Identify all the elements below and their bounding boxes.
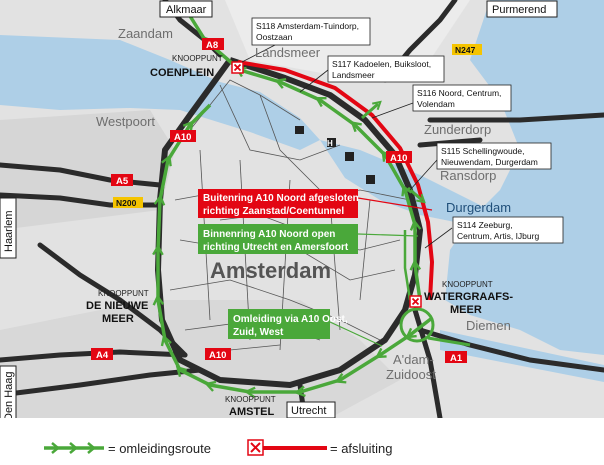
svg-text:Volendam: Volendam — [417, 99, 455, 109]
road-shield-a10-nw: A10 — [170, 130, 196, 143]
exit-arrow-s116 — [361, 100, 382, 120]
city-box-den-haag: Den Haag — [0, 365, 17, 427]
svg-text:richting Utrecht en Amersfoort: richting Utrecht en Amersfoort — [203, 242, 349, 253]
road-shield-n247: N247 — [452, 44, 482, 55]
city-box-utrecht: Utrecht — [286, 401, 336, 419]
tunnel-icons — [295, 126, 375, 184]
svg-text:Den Haag: Den Haag — [3, 371, 15, 421]
junction-nieuwe-meer-name-1: DE NIEUWE — [86, 300, 148, 312]
svg-text:S117 Kadoelen, Buiksloot,: S117 Kadoelen, Buiksloot, — [332, 59, 431, 69]
road-shield-a4: A4 — [91, 348, 113, 361]
place-zunderdorp: Zunderdorp — [424, 122, 491, 137]
svg-text:S116 Noord, Centrum,: S116 Noord, Centrum, — [417, 88, 501, 98]
legend-detour: = omleidingsroute — [44, 441, 211, 456]
road-shield-a1: A1 — [445, 351, 467, 364]
svg-text:A10: A10 — [174, 132, 191, 143]
exit-pointer-s117 — [299, 69, 329, 93]
junction-coenplein-name: COENPLEIN — [150, 67, 214, 79]
callout-closure: Buitenring A10 Noord afgesloten richting… — [198, 189, 359, 218]
junction-watergraafsmeer-label: KNOOPPUNT — [442, 280, 493, 289]
city-box-purmerend: Purmerend — [486, 0, 558, 18]
svg-text:Binnenring A10 Noord open: Binnenring A10 Noord open — [203, 229, 335, 240]
place-durgerdam: Durgerdam — [446, 200, 511, 215]
svg-text:richting Zaanstad/Coentunnel: richting Zaanstad/Coentunnel — [203, 206, 344, 217]
junction-coenplein-label: KNOOPPUNT — [172, 54, 223, 63]
exit-box-s114: S114 Zeeburg, Centrum, Artis, IJburg — [452, 216, 564, 244]
callout-detour: Omleiding via A10 Oost, Zuid, West — [228, 309, 348, 339]
svg-text:S118 Amsterdam-Tuindorp,: S118 Amsterdam-Tuindorp, — [256, 21, 359, 31]
svg-text:A10: A10 — [209, 350, 226, 361]
hospital-icon: H — [327, 139, 333, 148]
svg-text:Utrecht: Utrecht — [291, 405, 326, 417]
svg-text:Nieuwendam, Durgerdam: Nieuwendam, Durgerdam — [441, 157, 538, 167]
svg-text:Omleiding via A10 Oost,: Omleiding via A10 Oost, — [233, 314, 348, 325]
watergraafsmeer-loop — [399, 307, 435, 343]
svg-text:N200: N200 — [116, 198, 137, 208]
road-shield-a10-s: A10 — [205, 348, 231, 361]
svg-text:N247: N247 — [455, 45, 476, 55]
junction-watergraafsmeer-name-2: MEER — [450, 304, 482, 316]
legend-background — [0, 418, 604, 465]
map-title: Amsterdam — [210, 258, 331, 283]
svg-text:Purmerend: Purmerend — [492, 4, 546, 16]
city-box-alkmaar: Alkmaar — [159, 0, 213, 18]
callout-open: Binnenring A10 Noord open richting Utrec… — [198, 224, 358, 254]
svg-text:Zuid, West: Zuid, West — [233, 327, 284, 338]
callout-pointer-open — [357, 233, 419, 237]
exit-box-s117: S117 Kadoelen, Buiksloot, Landsmeer — [327, 55, 445, 83]
detour-a1-spur — [427, 336, 471, 347]
place-landsmeer: Landsmeer — [255, 45, 321, 60]
callout-pointer-closure — [357, 197, 433, 211]
callout-pointer-detour — [329, 321, 383, 347]
road-shield-n200: N200 — [113, 197, 143, 208]
closure-marker-watergraafsmeer — [409, 295, 422, 308]
legend-closure-label: = afsluiting — [330, 441, 393, 456]
junction-nieuwe-meer-name-2: MEER — [102, 313, 134, 325]
svg-text:S114 Zeeburg,: S114 Zeeburg, — [457, 220, 513, 230]
junction-nieuwe-meer-label: KNOOPPUNT — [98, 289, 149, 298]
place-adam-zuidoost-1: A'dam- — [393, 352, 434, 367]
svg-text:A4: A4 — [96, 350, 109, 361]
svg-text:Buitenring A10 Noord afgeslote: Buitenring A10 Noord afgesloten — [203, 193, 359, 204]
city-box-haarlem: Haarlem — [0, 197, 17, 259]
svg-text:Haarlem: Haarlem — [3, 210, 15, 252]
exit-pointer-s114 — [424, 227, 453, 249]
place-diemen: Diemen — [466, 318, 511, 333]
exit-box-s115: S115 Schellingwoude, Nieuwendam, Durgerd… — [436, 142, 552, 170]
exit-pointer-s115 — [409, 159, 438, 191]
exit-box-s118: S118 Amsterdam-Tuindorp, Oostzaan — [251, 17, 371, 46]
junction-amstel-label: KNOOPPUNT — [225, 395, 276, 404]
legend-closure: = afsluiting — [247, 439, 393, 456]
exit-pointer-s118 — [241, 44, 276, 63]
road-shield-a8: A8 — [202, 38, 224, 51]
svg-text:S115 Schellingwoude,: S115 Schellingwoude, — [441, 146, 525, 156]
exit-pointer-s116 — [371, 102, 414, 119]
water-ijmeer — [445, 0, 604, 355]
detour-ring-inner-east — [403, 230, 412, 301]
svg-text:A5: A5 — [116, 176, 129, 187]
place-ransdorp: Ransdorp — [440, 168, 496, 183]
road-shield-a10-ne: A10 — [386, 151, 412, 164]
detour-route-south — [152, 103, 434, 399]
svg-text:Alkmaar: Alkmaar — [166, 4, 207, 16]
svg-text:Centrum, Artis, IJburg: Centrum, Artis, IJburg — [457, 231, 539, 241]
place-westpoort: Westpoort — [96, 114, 155, 129]
svg-text:Landsmeer: Landsmeer — [332, 70, 375, 80]
junction-watergraafsmeer-name-1: WATERGRAAFS- — [424, 291, 513, 303]
road-shield-a5: A5 — [111, 174, 133, 187]
junction-amstel-name: AMSTEL — [229, 406, 275, 418]
svg-text:Oostzaan: Oostzaan — [256, 32, 293, 42]
exit-box-s116: S116 Noord, Centrum, Volendam — [412, 84, 512, 112]
closure-marker-coenplein — [231, 61, 244, 74]
place-adam-zuidoost-2: Zuidoost — [386, 367, 436, 382]
svg-text:A8: A8 — [206, 40, 218, 51]
legend-detour-label: = omleidingsroute — [108, 441, 211, 456]
svg-text:A1: A1 — [450, 353, 463, 364]
svg-text:A10: A10 — [390, 153, 407, 164]
place-zaandam: Zaandam — [118, 26, 173, 41]
